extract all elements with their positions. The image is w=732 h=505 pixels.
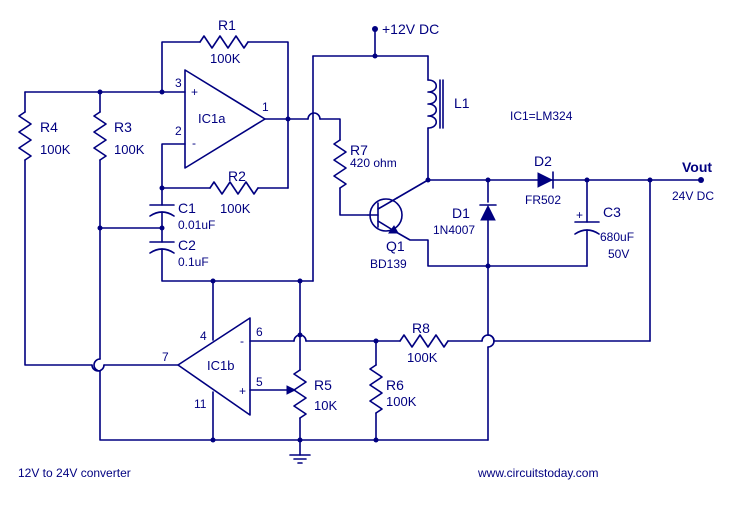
r7-value: 420 ohm	[350, 156, 397, 170]
r1-name: R1	[218, 17, 236, 33]
r8-name: R8	[412, 320, 430, 336]
l1-label: L1	[454, 95, 470, 111]
r5-value: 10K	[314, 398, 337, 413]
circuit-title: 12V to 24V converter	[18, 466, 131, 480]
resistor-r3	[93, 111, 107, 161]
c3-name: C3	[603, 204, 621, 220]
r3-value: 100K	[114, 142, 145, 157]
d1-name: D1	[452, 205, 470, 221]
ic1b-pin11: 11	[194, 397, 207, 411]
r2-value: 100K	[220, 201, 251, 216]
r7-name: R7	[350, 142, 368, 158]
r8-value: 100K	[407, 350, 438, 365]
inductor-l1	[427, 79, 438, 129]
q1-name: Q1	[386, 238, 405, 254]
d2-name: D2	[534, 153, 552, 169]
ic1b-pin6: 6	[256, 325, 263, 339]
ic-note: IC1=LM324	[510, 109, 573, 123]
r2-name: R2	[228, 168, 246, 184]
c3-voltage: 50V	[608, 247, 629, 261]
resistor-r2	[209, 181, 259, 195]
resistor-r7	[333, 139, 347, 189]
c3-value: 680uF	[600, 230, 634, 244]
potentiometer-r5	[293, 369, 307, 419]
r4-name: R4	[40, 119, 58, 135]
ic1b-pin4: 4	[200, 329, 207, 343]
c1-name: C1	[178, 200, 196, 216]
r3-name: R3	[114, 119, 132, 135]
supply-rail	[312, 26, 429, 81]
ic1a-name: IC1a	[198, 111, 226, 126]
c2-value: 0.1uF	[178, 255, 209, 269]
resistor-r4	[18, 111, 32, 161]
vout-value: 24V DC	[672, 189, 714, 203]
wiper-arrow	[286, 385, 297, 395]
ground-symbol	[289, 454, 311, 464]
diode-d1	[480, 204, 496, 221]
output-terminal	[698, 177, 704, 183]
ic1b-plus: +	[239, 384, 246, 398]
ic1a-pin2: 2	[175, 124, 182, 138]
vout-label: Vout	[682, 159, 712, 175]
resistor-r8	[399, 334, 449, 348]
opamp-ic1b	[177, 317, 251, 416]
ic1a-minus: -	[192, 136, 196, 150]
d2-value: FR502	[525, 193, 561, 207]
d1-value: 1N4007	[433, 223, 475, 237]
opamp-ic1a	[184, 69, 266, 169]
supply-label: +12V DC	[382, 21, 439, 37]
c2-name: C2	[178, 237, 196, 253]
ic1b-minus: -	[240, 334, 244, 348]
c3-plus: +	[576, 208, 583, 222]
diode-d2	[537, 172, 554, 188]
ic1a-pin1: 1	[262, 100, 269, 114]
website-credit: www.circuitstoday.com	[477, 466, 598, 480]
q1-value: BD139	[370, 257, 407, 271]
ic1b-name: IC1b	[207, 358, 234, 373]
r5-name: R5	[314, 377, 332, 393]
ic1b-pin7: 7	[162, 350, 169, 364]
r6-name: R6	[386, 377, 404, 393]
resistor-r6	[369, 364, 383, 414]
r6-value: 100K	[386, 394, 417, 409]
ic1a-plus: +	[191, 85, 198, 99]
ic1a-pin3: 3	[175, 76, 182, 90]
resistor-r1	[199, 35, 249, 49]
r4-value: 100K	[40, 142, 71, 157]
c1-value: 0.01uF	[178, 218, 215, 232]
ic1b-pin5: 5	[256, 375, 263, 389]
r1-value: 100K	[210, 51, 241, 66]
